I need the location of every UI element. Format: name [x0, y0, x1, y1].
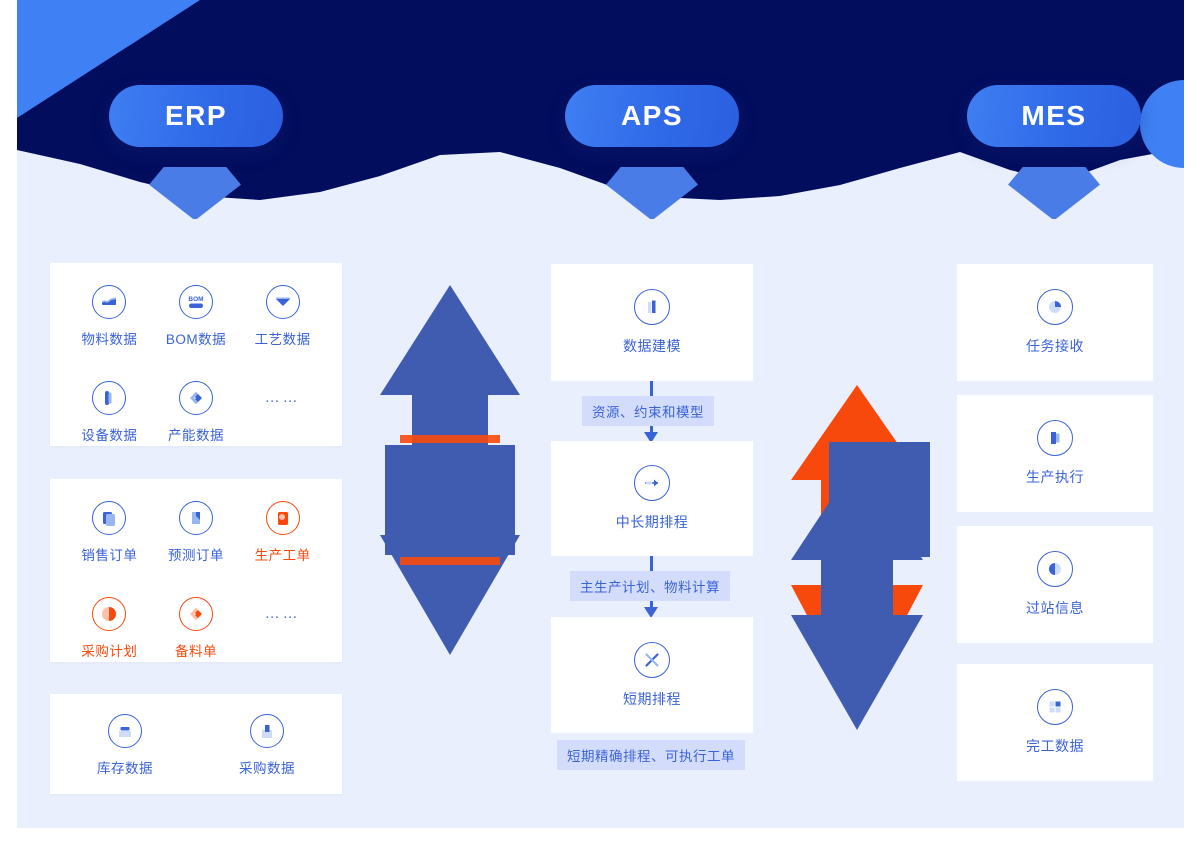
material-prep-list-icon	[178, 596, 213, 631]
short-term-scheduling-icon	[634, 641, 670, 678]
task-receiving-icon	[1037, 289, 1073, 325]
erp-master-data-card: 物料数据 BOM BOM数据 工艺数据	[50, 263, 342, 446]
erp-item-label: BOM数据	[165, 332, 227, 347]
aps-step-label: 短期排程	[623, 690, 681, 707]
erp-item-forecast-order[interactable]: 预测订单	[153, 501, 239, 567]
column-header-aps[interactable]: APS	[565, 85, 739, 147]
column-header-aps-label: APS	[620, 100, 684, 131]
erp-item-more: ……	[240, 381, 326, 447]
sales-order-icon	[92, 501, 127, 535]
erp-item-label: 预测订单	[167, 548, 224, 563]
mes-item-label: 过站信息	[1026, 600, 1084, 616]
purchase-data-icon	[250, 714, 284, 748]
process-data-icon	[265, 285, 300, 319]
data-modeling-icon	[634, 289, 670, 325]
erp-item-label: 设备数据	[81, 427, 138, 443]
erp-item-label: 库存数据	[97, 761, 153, 776]
svg-text:BOM: BOM	[188, 296, 203, 303]
aps-step-short-term-scheduling[interactable]: 短期排程	[551, 617, 753, 733]
erp-item-material-prep-list[interactable]: 备料单	[153, 596, 239, 663]
erp-inventory-data-card: 库存数据 采购数据	[50, 694, 342, 794]
erp-item-purchase-plan[interactable]: 采购计划	[66, 596, 152, 663]
column-header-erp-label: ERP	[164, 100, 228, 131]
mes-item-production-execution[interactable]: 生产执行	[957, 395, 1153, 512]
aps-tag-3: 短期精确排程、可执行工单	[557, 740, 745, 770]
ellipsis-icon: ……	[264, 604, 301, 622]
aps-step-mid-long-term-scheduling[interactable]: 中长期排程	[551, 441, 753, 556]
purchase-plan-icon	[92, 596, 127, 631]
completion-data-icon	[1037, 689, 1073, 725]
erp-item-label: 备料单	[174, 643, 217, 659]
aps-tag-1: 资源、约束和模型	[582, 396, 714, 426]
aps-arrowhead-2-icon	[644, 607, 658, 618]
capacity-data-icon	[178, 380, 213, 415]
aps-step-label: 中长期排程	[615, 514, 689, 530]
erp-item-label: 采购计划	[81, 643, 138, 659]
erp-item-inventory-data[interactable]: 库存数据	[82, 714, 168, 794]
erp-item-capacity-data[interactable]: 产能数据	[153, 380, 239, 447]
mes-item-label: 完工数据	[1026, 738, 1084, 754]
mes-item-label: 生产执行	[1026, 469, 1084, 485]
erp-item-process-data[interactable]: 工艺数据	[240, 285, 326, 351]
aps-tag-2: 主生产计划、物料计算	[570, 571, 730, 601]
column-header-mes-label: MES	[1021, 100, 1087, 131]
erp-item-purchase-data[interactable]: 采购数据	[224, 714, 310, 794]
erp-item-bom-data[interactable]: BOM BOM数据	[153, 285, 239, 351]
aps-arrowhead-1-icon	[644, 432, 658, 443]
erp-item-production-work-order[interactable]: 生产工单	[240, 501, 326, 567]
aps-step-data-modeling[interactable]: 数据建模	[551, 264, 753, 381]
forecast-order-icon	[178, 501, 213, 535]
production-work-order-icon	[265, 501, 300, 535]
mes-item-task-receiving[interactable]: 任务接收	[957, 264, 1153, 381]
equipment-data-icon	[92, 380, 127, 415]
erp-item-label: 产能数据	[167, 427, 224, 443]
erp-item-more: ……	[240, 597, 326, 663]
mid-long-term-scheduling-icon	[634, 465, 670, 501]
mes-item-completion-data[interactable]: 完工数据	[957, 664, 1153, 781]
mes-item-label: 任务接收	[1026, 338, 1084, 354]
erp-item-label: 采购数据	[239, 761, 295, 776]
bom-data-icon: BOM	[178, 285, 213, 319]
ellipsis-icon: ……	[264, 388, 301, 406]
erp-item-label: 销售订单	[81, 548, 138, 563]
station-pass-info-icon	[1037, 551, 1073, 587]
production-execution-icon	[1037, 420, 1073, 456]
erp-order-data-card: 销售订单 预测订单 生产工单	[50, 479, 342, 662]
aps-step-label: 数据建模	[623, 338, 681, 354]
erp-item-sales-order[interactable]: 销售订单	[66, 501, 152, 567]
column-header-erp[interactable]: ERP	[109, 85, 283, 147]
erp-item-material-data[interactable]: 物料数据	[66, 285, 152, 351]
mes-item-station-pass-info[interactable]: 过站信息	[957, 526, 1153, 643]
erp-item-label: 物料数据	[81, 332, 138, 347]
material-data-icon	[92, 285, 127, 319]
erp-item-equipment-data[interactable]: 设备数据	[66, 380, 152, 447]
inventory-data-icon	[108, 714, 142, 748]
erp-item-label: 生产工单	[254, 548, 311, 563]
column-header-mes[interactable]: MES	[967, 85, 1141, 147]
erp-item-label: 工艺数据	[254, 332, 311, 347]
